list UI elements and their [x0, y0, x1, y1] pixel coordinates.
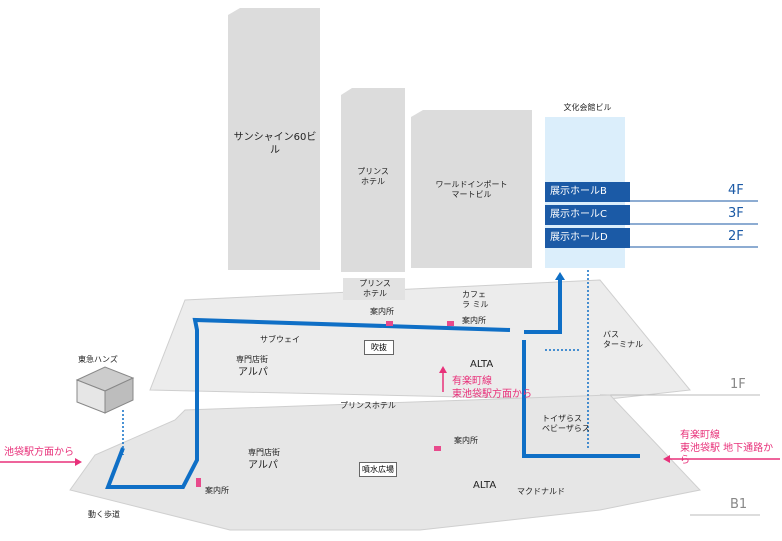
b1-toys-label: トイザらス ベビーザらス	[542, 414, 590, 433]
b1-prince-hotel-label: プリンスホテル	[340, 401, 396, 410]
hall-d-label: 展示ホールD	[545, 228, 630, 248]
b1-walkway-label: 動く歩道	[88, 510, 120, 519]
b1-mcd-label: マクドナルド	[517, 487, 565, 496]
b1-info1-label: 案内所	[454, 436, 478, 445]
f1-info2-label: 案内所	[462, 316, 486, 325]
hall-d-floor: 2F	[728, 229, 744, 244]
arrow-yurakucho-b1-head	[663, 455, 670, 463]
b1-alpa-sub-label: 専門店街	[248, 448, 280, 457]
sunshine60-label: サンシャイン60ビル	[233, 132, 317, 156]
route-b1	[105, 317, 511, 489]
f1-fukinuke-label: 吹抜	[364, 340, 394, 355]
f1-info1-label: 案内所	[370, 307, 394, 316]
prince-hotel-label: プリンス ホテル	[357, 167, 389, 186]
hall-c-label: 展示ホールC	[545, 205, 630, 225]
floor-1f-label: 1F	[730, 377, 746, 392]
f1-bus-label: バス ターミナル	[603, 330, 643, 349]
floor-b1-label: B1	[730, 497, 748, 512]
hall-c-floor: 3F	[728, 206, 744, 221]
floor-1f-prince	[343, 278, 405, 300]
b1-alpa-label: アルパ	[248, 460, 278, 471]
f1-prince-hotel-label: プリンス ホテル	[359, 279, 391, 298]
route-arrowhead	[555, 272, 565, 280]
sunshine60-building	[228, 8, 320, 270]
f1-alpa-sub-label: 専門店街	[236, 355, 268, 364]
f1-subway-label: サブウェイ	[260, 335, 300, 344]
route-yurakucho-b1-label: 有楽町線 東池袋駅 地下通路から	[680, 430, 774, 466]
bunka-kaikan-label: 文化会館ビル	[563, 103, 612, 112]
hall-b-floor: 4F	[728, 183, 744, 198]
arrow-from-ikebukuro-head	[75, 458, 82, 466]
b1-info2-marker	[196, 478, 201, 487]
world-import-label: ワールドインポート マートビル	[435, 180, 508, 199]
route-from-ikebukuro-label: 池袋駅方面から	[4, 447, 74, 458]
tokyu-hands-right	[104, 377, 134, 414]
b1-info2-label: 案内所	[205, 486, 229, 495]
route-f1-b1	[522, 340, 640, 458]
f1-cafe-label: カフェ ラ ミル	[462, 290, 489, 309]
b1-alta-label: ALTA	[473, 480, 497, 491]
prince-hotel-building	[341, 88, 405, 272]
world-import-building	[411, 110, 532, 268]
b1-info1-marker	[434, 446, 441, 451]
b1-fountain-label: 噴水広場	[359, 462, 397, 477]
tokyu-hands-label: 東急ハンズ	[78, 355, 118, 364]
arrow-yurakucho-f1-head	[439, 366, 447, 373]
route-yurakucho-f1-label: 有楽町線 東池袋駅方面から	[452, 376, 532, 400]
route-f1-to-hall	[524, 278, 562, 334]
f1-alpa-label: アルパ	[238, 367, 268, 378]
f1-info1-marker	[386, 321, 393, 326]
hall-b-label: 展示ホールB	[545, 182, 630, 202]
f1-info2-marker	[447, 321, 454, 326]
f1-alta-label: ALTA	[470, 359, 494, 370]
